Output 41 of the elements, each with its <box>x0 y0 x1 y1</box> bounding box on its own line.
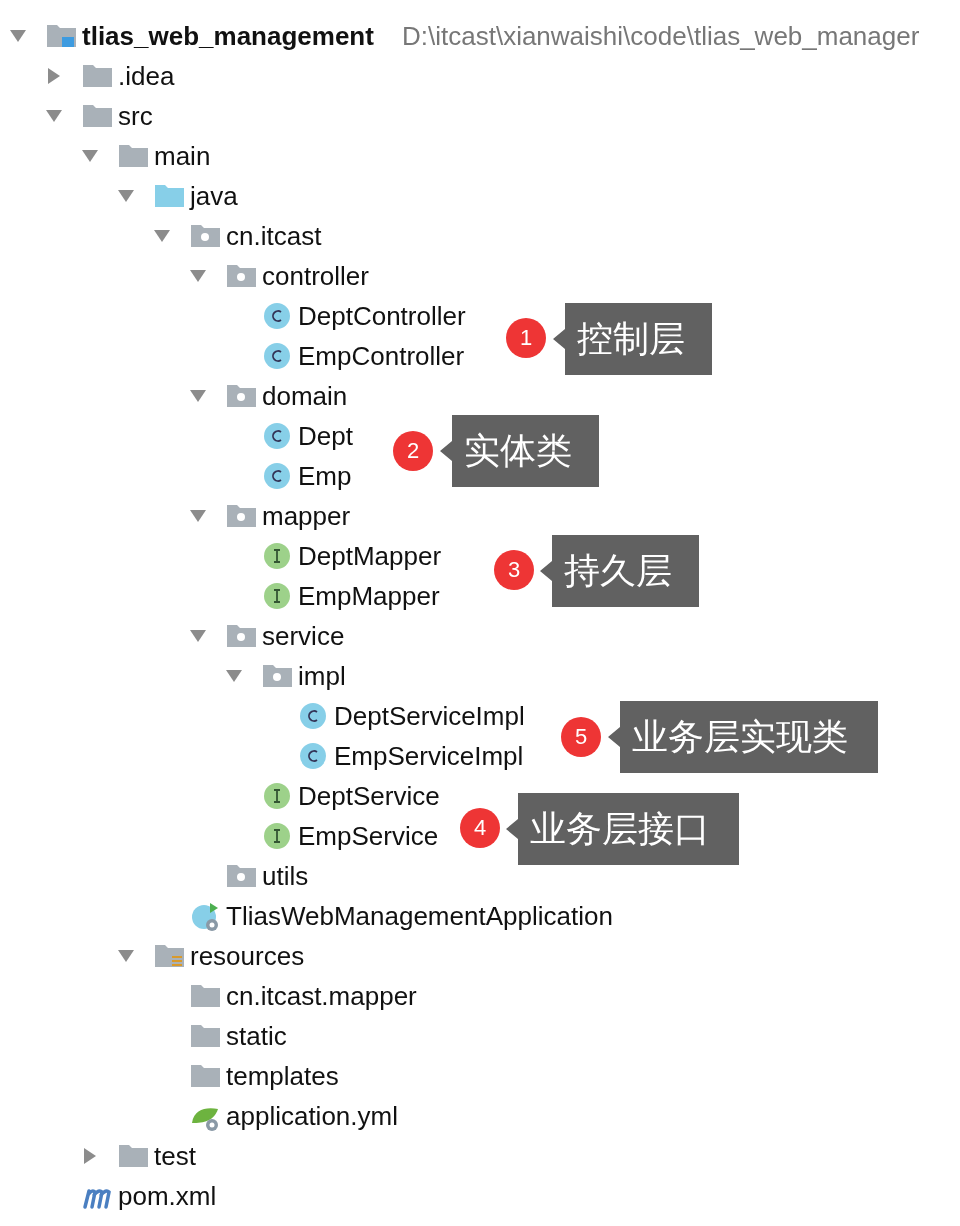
file-name: pom.xml <box>118 1180 217 1212</box>
file-name: EmpController <box>298 340 465 372</box>
file-name: Dept <box>298 420 353 452</box>
file-name: templates <box>226 1060 339 1092</box>
file-name: cn.itcast <box>226 220 322 252</box>
callout-label: 控制层 <box>553 303 712 375</box>
file-name: DeptServiceImpl <box>334 700 525 732</box>
file-name: test <box>154 1140 196 1172</box>
file-path: D:\itcast\xianwaishi\code\tlias_web_manager <box>402 20 920 52</box>
file-name: resources <box>190 940 305 972</box>
file-name: impl <box>298 660 346 692</box>
file-name: static <box>226 1020 287 1052</box>
file-name: DeptService <box>298 780 440 812</box>
file-name: main <box>154 140 211 172</box>
file-name: src <box>118 100 153 132</box>
file-name: controller <box>262 260 369 292</box>
file-name: EmpMapper <box>298 580 440 612</box>
file-name: mapper <box>262 500 351 532</box>
file-name: Emp <box>298 460 352 492</box>
file-name: cn.itcast.mapper <box>226 980 417 1012</box>
file-name: TliasWebManagementApplication <box>226 900 613 932</box>
number-badge: 3 <box>494 550 534 590</box>
project-name: tlias_web_management <box>82 20 374 52</box>
callout-label: 业务层接口 <box>506 793 739 865</box>
file-name: DeptMapper <box>298 540 442 572</box>
file-name: .idea <box>118 60 175 92</box>
file-name: application.yml <box>226 1100 398 1132</box>
file-name: utils <box>262 860 309 892</box>
file-name: java <box>190 180 238 212</box>
callout-label: 实体类 <box>440 415 599 487</box>
number-badge: 1 <box>506 318 546 358</box>
file-name: EmpService <box>298 820 439 852</box>
number-badge: 2 <box>393 431 433 471</box>
number-badge: 4 <box>460 808 500 848</box>
file-name: service <box>262 620 345 652</box>
file-name: domain <box>262 380 348 412</box>
file-name: DeptController <box>298 300 466 332</box>
file-name: EmpServiceImpl <box>334 740 524 772</box>
callout-label: 持久层 <box>540 535 699 607</box>
callout-label: 业务层实现类 <box>608 701 878 773</box>
number-badge: 5 <box>561 717 601 757</box>
